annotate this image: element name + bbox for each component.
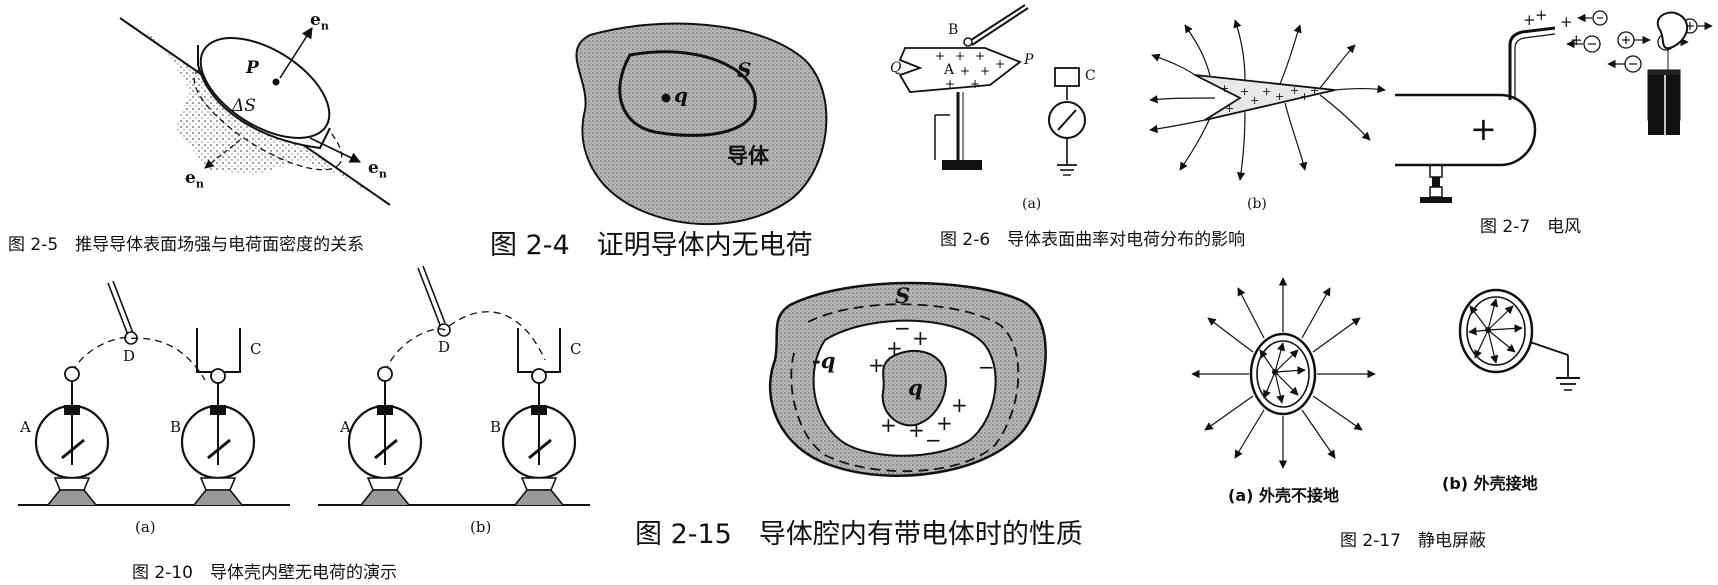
fig-2-10b-label-a: A bbox=[340, 418, 351, 436]
fig-2-17-caption: 图 2-17 静电屏蔽 bbox=[1340, 531, 1486, 551]
svg-text:+: + bbox=[1225, 102, 1234, 115]
fig-2-5-diagram bbox=[119, 17, 391, 206]
fig-2-17a-diagram bbox=[1191, 277, 1376, 469]
fig-2-6-caption: 图 2-6 导体表面曲率对电荷分布的影响 bbox=[940, 230, 1246, 250]
svg-text:+: + bbox=[1523, 11, 1536, 29]
fig-2-10a-label-a: A bbox=[20, 418, 31, 436]
fig-2-17b-diagram bbox=[1458, 288, 1580, 391]
svg-text:+: + bbox=[1290, 84, 1299, 97]
fig-2-6-sublabel-b: (b) bbox=[1247, 196, 1267, 212]
svg-text:+: + bbox=[1535, 6, 1548, 24]
fig-2-10b-label-d: D bbox=[438, 338, 451, 356]
fig-2-10-sublabel-a: (a) bbox=[135, 518, 156, 536]
svg-text:+: + bbox=[1570, 31, 1583, 49]
svg-text:+: + bbox=[995, 57, 1005, 71]
fig-2-7-caption: 图 2-7 电风 bbox=[1480, 217, 1582, 237]
fig-2-10b-diagram bbox=[318, 265, 590, 506]
svg-text:+: + bbox=[935, 49, 945, 63]
svg-text:+: + bbox=[1560, 13, 1573, 31]
svg-text:+: + bbox=[1310, 84, 1319, 97]
fig-2-6-label-b: B bbox=[948, 22, 959, 38]
svg-text:+: + bbox=[960, 64, 970, 78]
fig-2-6a-diagram: +++ +++ ++ bbox=[898, 4, 1086, 176]
fig-2-4-diagram bbox=[575, 22, 828, 226]
fig-2-4-label-conductor: 导体 bbox=[727, 144, 769, 168]
fig-2-10a-label-b: B bbox=[170, 418, 182, 436]
fig-2-5-label-en-left: en bbox=[185, 168, 204, 191]
fig-2-5-label-en-top: en bbox=[310, 10, 329, 33]
fig-2-4-caption: 图 2-4 证明导体内无电荷 bbox=[490, 230, 813, 261]
fig-2-6-label-q: Q bbox=[890, 60, 902, 76]
svg-text:+: + bbox=[1300, 90, 1309, 103]
svg-text:+: + bbox=[955, 49, 965, 63]
svg-text:+: + bbox=[1250, 94, 1259, 107]
svg-text:+: + bbox=[886, 336, 903, 360]
svg-text:+: + bbox=[1470, 110, 1497, 148]
fig-2-6-sublabel-a: (a) bbox=[1022, 196, 1042, 212]
svg-text:+: + bbox=[1220, 82, 1229, 95]
fig-2-6-label-c: C bbox=[1085, 68, 1096, 84]
fig-2-10a-label-d: D bbox=[123, 347, 136, 365]
svg-text:+: + bbox=[908, 418, 925, 442]
fig-2-4-label-s: S bbox=[737, 58, 752, 82]
svg-text:+: + bbox=[936, 411, 953, 435]
fig-2-10-caption: 图 2-10 导体壳内壁无电荷的演示 bbox=[132, 563, 397, 583]
svg-text:−: − bbox=[978, 355, 995, 379]
svg-text:+: + bbox=[880, 413, 897, 437]
fig-2-6-label-p: P bbox=[1024, 52, 1034, 68]
svg-text:+: + bbox=[912, 326, 929, 350]
fig-2-17-sublabel-a: (a) 外壳不接地 bbox=[1228, 486, 1339, 505]
fig-2-7-diagram: + ++ ++ bbox=[1395, 6, 1713, 203]
svg-text:+: + bbox=[1262, 85, 1271, 98]
fig-2-17-sublabel-b: (b) 外壳接地 bbox=[1442, 474, 1538, 493]
fig-2-15-label-s: S bbox=[895, 283, 911, 308]
svg-text:+: + bbox=[975, 49, 985, 63]
fig-2-6-label-a: A bbox=[944, 62, 955, 78]
fig-2-10b-label-b: B bbox=[490, 418, 502, 436]
svg-text:+: + bbox=[970, 77, 980, 91]
fig-2-10-sublabel-b: (b) bbox=[470, 518, 492, 536]
svg-text:−: − bbox=[894, 316, 911, 340]
fig-2-15-label-q: q bbox=[908, 375, 923, 400]
fig-2-5-label-p: P bbox=[246, 58, 259, 78]
fig-2-5-label-en-right: en bbox=[368, 158, 387, 181]
point-p-marker bbox=[272, 78, 280, 86]
fig-2-15-diagram: +++ +++ + −−− bbox=[768, 281, 1047, 477]
svg-text:+: + bbox=[1240, 85, 1249, 98]
charge-q-dot bbox=[661, 93, 671, 103]
svg-text:+: + bbox=[1275, 90, 1284, 103]
fig-2-4-label-q: q bbox=[674, 83, 688, 107]
fig-2-10a-label-c: C bbox=[250, 340, 262, 358]
fig-2-10b-label-c: C bbox=[570, 340, 582, 358]
fig-2-15-label-minus-q: -q bbox=[812, 348, 836, 373]
fig-2-5-caption: 图 2-5 推导导体表面场强与电荷面密度的关系 bbox=[8, 235, 365, 255]
svg-text:+: + bbox=[945, 77, 955, 91]
fig-2-6b-diagram: +++ +++ +++ bbox=[1149, 19, 1386, 181]
fig-2-5-label-ds: ΔS bbox=[232, 96, 256, 116]
svg-text:+: + bbox=[980, 64, 990, 78]
fig-2-10a-diagram bbox=[18, 280, 290, 506]
fig-2-15-caption: 图 2-15 导体腔内有带电体时的性质 bbox=[635, 519, 1083, 550]
svg-text:+: + bbox=[951, 393, 968, 417]
svg-text:−: − bbox=[925, 428, 942, 452]
svg-text:+: + bbox=[868, 353, 885, 377]
